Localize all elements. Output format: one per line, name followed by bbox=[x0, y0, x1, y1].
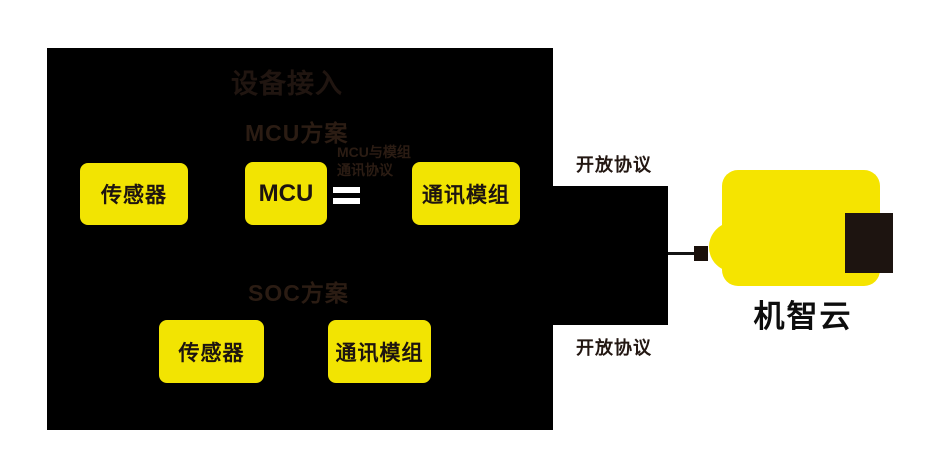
soc-scheme-comm-module-node: 通讯模组 bbox=[328, 320, 431, 383]
panel-title: 设备接入 bbox=[231, 69, 343, 99]
cloud-wire-line bbox=[668, 252, 695, 255]
mcu-module-protocol-note-line2: 通讯协议 bbox=[337, 162, 393, 178]
connector-bridge-block bbox=[553, 186, 668, 325]
mcu-module-protocol-note: MCU与模组 通讯协议 bbox=[337, 143, 417, 179]
cloud-wire-plug bbox=[694, 246, 708, 261]
mcu-scheme-sensor-node: 传感器 bbox=[80, 163, 188, 225]
mcu-scheme-label: MCU方案 bbox=[245, 120, 349, 146]
mcu-module-protocol-note-line1: MCU与模组 bbox=[337, 144, 411, 160]
serial-link-equals-bar-bottom bbox=[333, 198, 360, 204]
device-panel bbox=[47, 48, 553, 430]
top-link-label: 开放协议 bbox=[576, 155, 652, 175]
bottom-link-label: 开放协议 bbox=[576, 338, 652, 358]
cloud-black-block bbox=[845, 213, 893, 273]
soc-scheme-sensor-node: 传感器 bbox=[159, 320, 264, 383]
mcu-scheme-comm-module-node: 通讯模组 bbox=[412, 162, 520, 225]
soc-scheme-label: SOC方案 bbox=[248, 280, 349, 306]
mcu-node: MCU bbox=[245, 162, 327, 225]
cloud-label: 机智云 bbox=[753, 299, 853, 334]
serial-link-equals-bar-top bbox=[333, 187, 360, 193]
